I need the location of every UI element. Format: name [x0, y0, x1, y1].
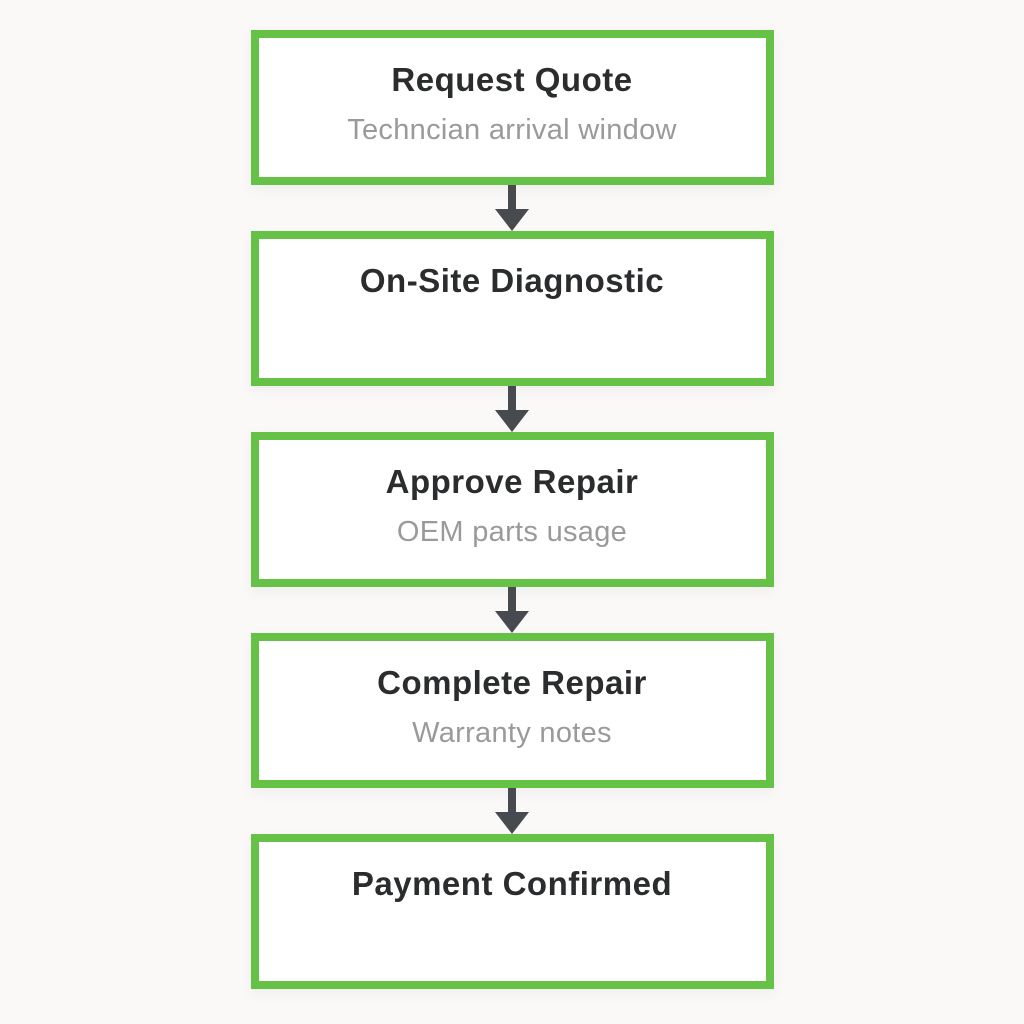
step-subtitle: OEM parts usage [396, 516, 628, 548]
step-subtitle: Warranty notes [412, 717, 612, 749]
arrow-connector [493, 788, 531, 834]
arrow-connector [493, 386, 531, 432]
flow-step: Request Quote Techncian arrival window [250, 30, 774, 185]
step-title: Complete Repair [377, 664, 647, 701]
step-title: On-Site Diagnostic [359, 262, 665, 299]
flow-step: Approve Repair OEM parts usage [250, 432, 774, 587]
step-subtitle: Techncian arrival window [347, 114, 677, 146]
flow-step: Payment Confirmed [250, 834, 774, 989]
arrow-down-icon [495, 185, 529, 231]
arrow-down-icon [495, 788, 529, 834]
step-title: Approve Repair [385, 463, 639, 500]
step-title: Payment Confirmed [351, 865, 673, 902]
flow-step: On-Site Diagnostic [250, 231, 774, 386]
arrow-connector [493, 185, 531, 231]
step-title: Request Quote [391, 61, 633, 98]
arrow-connector [493, 587, 531, 633]
arrow-down-icon [495, 386, 529, 432]
arrow-down-icon [495, 587, 529, 633]
flow-step: Complete Repair Warranty notes [250, 633, 774, 788]
